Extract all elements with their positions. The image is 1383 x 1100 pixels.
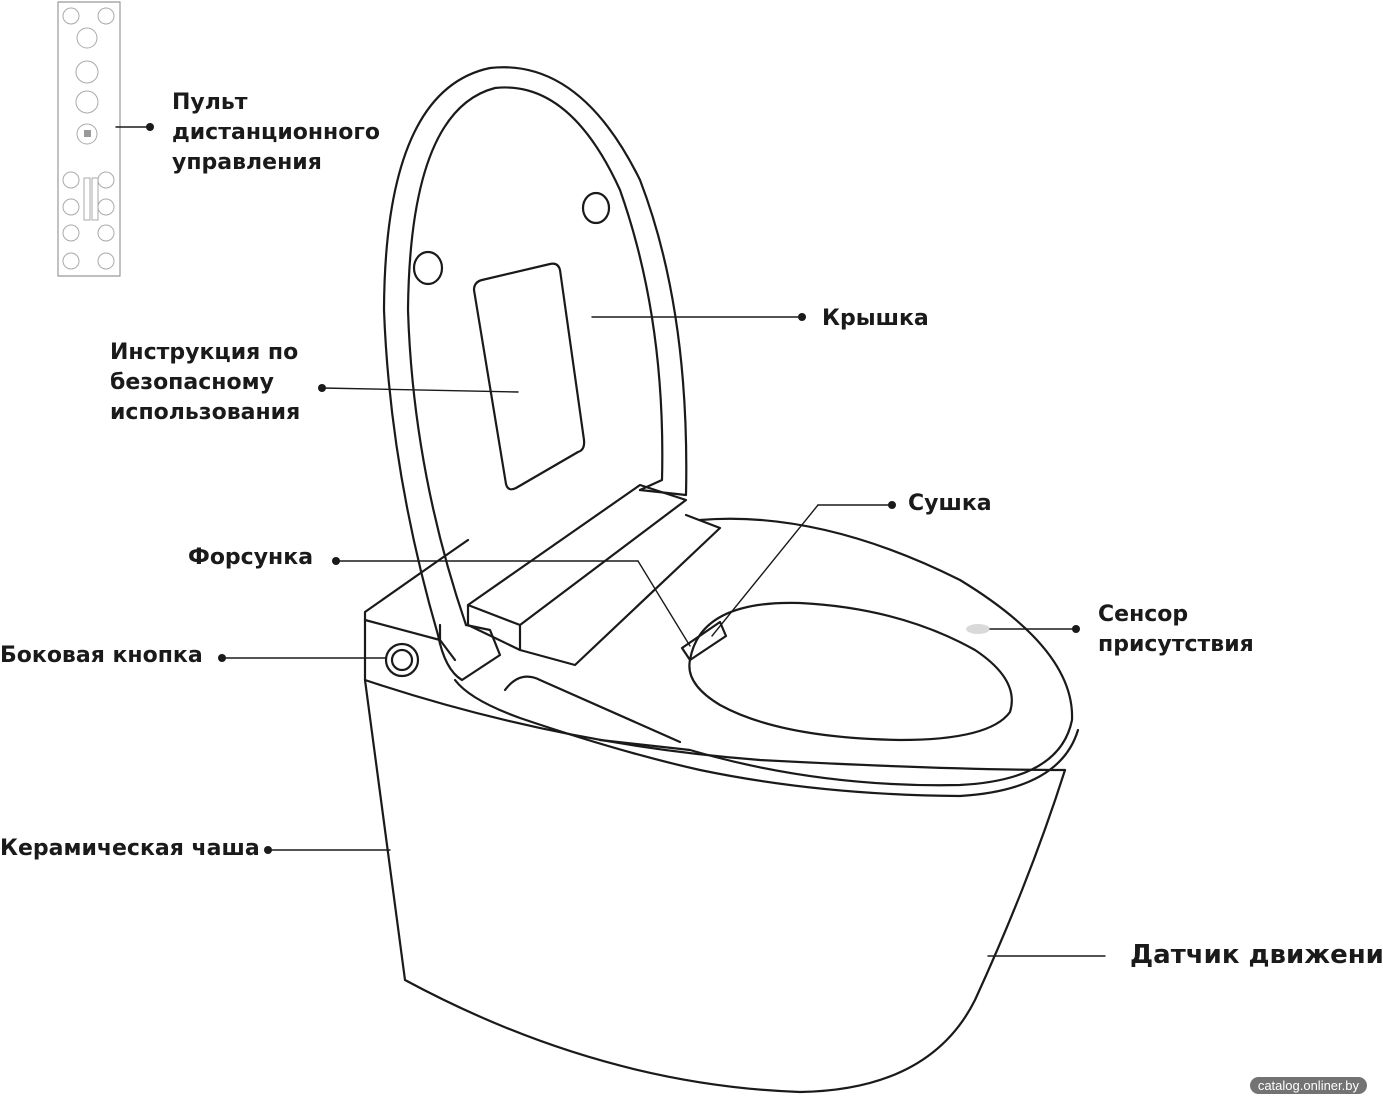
label-presence-sensor-line1: Сенсор — [1098, 602, 1189, 627]
watermark: catalog.onliner.by — [1249, 1077, 1367, 1094]
ceramic-bowl — [363, 618, 1067, 1094]
label-instructions-line3: использования — [110, 400, 301, 425]
leader-dots — [146, 123, 1080, 854]
label-instructions-line1: Инструкция по — [110, 340, 299, 365]
label-presence-sensor-line2: присутствия — [1098, 632, 1254, 657]
seat — [453, 517, 1080, 798]
label-remote-line2: дистанционного — [172, 120, 380, 145]
label-dryer: Сушка — [908, 491, 992, 516]
label-remote-line1: Пульт — [172, 90, 248, 115]
remote-control — [57, 1, 121, 277]
label-remote: Пульт дистанционного управления — [172, 88, 380, 178]
label-ceramic-bowl: Керамическая чаша — [0, 836, 260, 861]
lid — [382, 66, 688, 682]
label-instructions: Инструкция по безопасному использования — [110, 338, 300, 428]
label-remote-line3: управления — [172, 150, 322, 175]
label-motion-sensor: Датчик движения — [1130, 940, 1383, 970]
label-instructions-line2: безопасному — [110, 370, 274, 395]
label-presence-sensor: Сенсор присутствия — [1098, 600, 1254, 660]
label-side-button: Боковая кнопка — [0, 643, 203, 668]
label-nozzle: Форсунка — [188, 545, 314, 570]
leader-lines — [115, 126, 1106, 957]
label-lid: Крышка — [822, 306, 929, 331]
seat-rear — [466, 483, 722, 744]
